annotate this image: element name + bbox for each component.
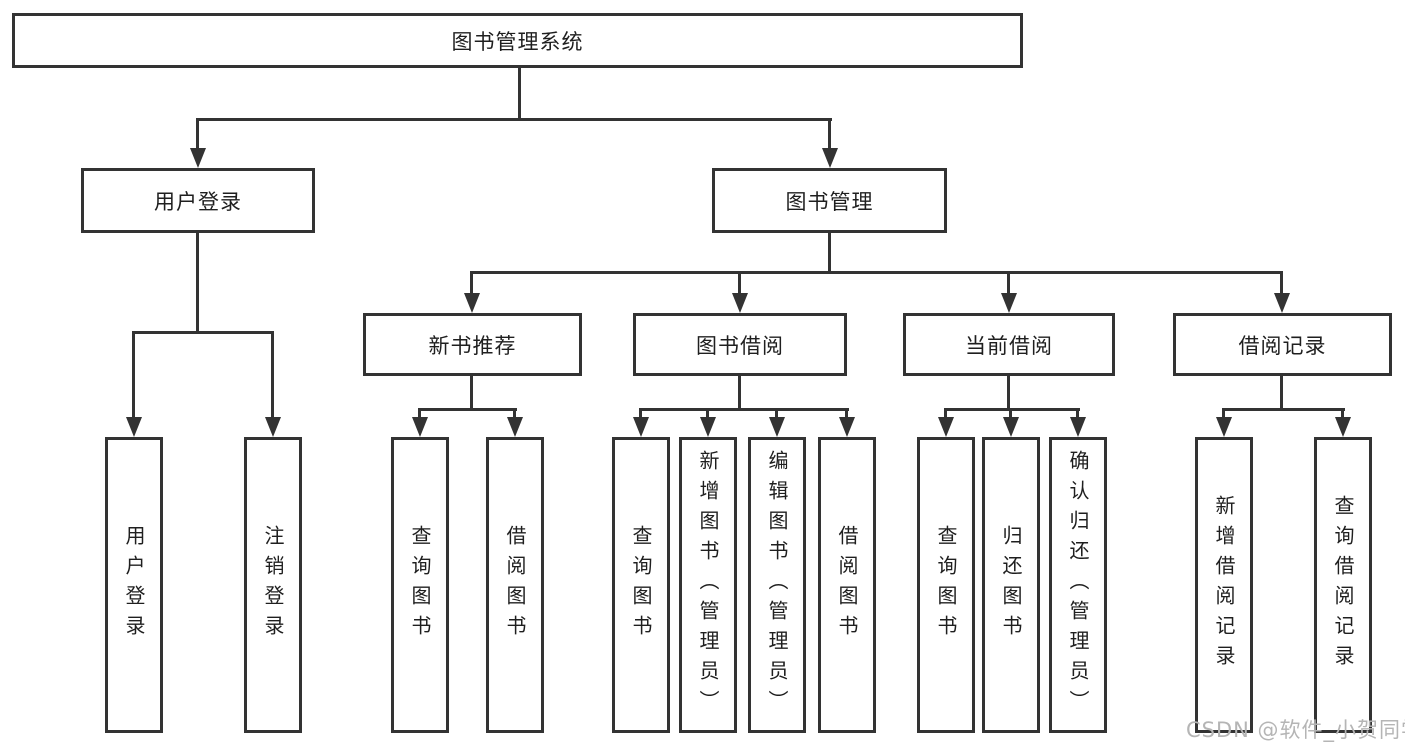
connector-stem-book-mgmt [828,118,831,150]
arrow-down-icon [190,148,206,168]
connector-userlogin-drop [196,233,199,333]
arrow-down-icon [1216,417,1232,437]
connector-stem [1341,408,1344,419]
arrow-down-icon [700,417,716,437]
connector-current-rail [944,408,1080,411]
node-borrow-records: 借阅记录 [1173,313,1392,376]
leaf-add-book-admin: 新增图书（管理员） [679,437,737,733]
connector-stem [418,408,421,419]
node-book-borrow: 图书借阅 [633,313,847,376]
arrow-down-icon [732,293,748,313]
leaf-user-login: 用户登录 [105,437,163,733]
arrow-down-icon [1335,417,1351,437]
node-user-login: 用户登录 [81,168,315,233]
arrow-down-icon [839,417,855,437]
leaf-return-book: 归还图书 [982,437,1040,733]
arrow-down-icon [1274,293,1290,313]
connector-stem [706,408,709,419]
connector-stem [944,408,947,419]
arrow-down-icon [265,417,281,437]
leaf-borrow-books-1: 借阅图书 [486,437,544,733]
arrow-down-icon [507,417,523,437]
csdn-watermark: CSDN @软件_小贺同学 [1186,718,1405,742]
connector-records-drop [1280,376,1283,410]
leaf-logout: 注销登录 [244,437,302,733]
arrow-down-icon [938,417,954,437]
arrow-down-icon [464,293,480,313]
connector-stem [775,408,778,419]
leaf-query-books-3: 查询图书 [917,437,975,733]
connector-stem [513,408,516,419]
connector-stem-records [1280,271,1283,295]
connector-stem [1222,408,1225,419]
leaf-query-books-1: 查询图书 [391,437,449,733]
arrow-down-icon [1001,293,1017,313]
leaf-query-books-2: 查询图书 [612,437,670,733]
connector-stem [845,408,848,419]
arrow-down-icon [126,417,142,437]
leaf-confirm-return-admin: 确认归还（管理员） [1049,437,1107,733]
connector-stem-current [1007,271,1010,295]
connector-stem [639,408,642,419]
arrow-down-icon [633,417,649,437]
connector-bookmgmt-drop [828,233,831,273]
connector-current-drop [1007,376,1010,410]
connector-records-rail [1222,408,1345,411]
connector-borrow-drop [738,376,741,410]
leaf-borrow-books-2: 借阅图书 [818,437,876,733]
arrow-down-icon [412,417,428,437]
connector-borrow-rail [639,408,849,411]
connector-stem-user-login [196,118,199,150]
node-new-book-recommend: 新书推荐 [363,313,582,376]
connector-recommend-drop [470,376,473,410]
arrow-down-icon [822,148,838,168]
connector-userlogin-rail [132,331,274,334]
connector-stem [1076,408,1079,419]
connector-recommend-rail [418,408,517,411]
connector-root-drop [518,68,521,120]
connector-stem-leaf-login [132,331,135,417]
leaf-edit-book-admin: 编辑图书（管理员） [748,437,806,733]
connector-root-rail [197,118,832,121]
arrow-down-icon [1003,417,1019,437]
node-book-management: 图书管理 [712,168,947,233]
connector-stem-borrow [738,271,741,295]
arrow-down-icon [769,417,785,437]
connector-stem-leaf-logout [271,331,274,417]
leaf-query-borrow-record: 查询借阅记录 [1314,437,1372,733]
leaf-add-borrow-record: 新增借阅记录 [1195,437,1253,733]
connector-bookmgmt-rail [470,271,1283,274]
arrow-down-icon [1070,417,1086,437]
connector-stem-recommend [470,271,473,295]
node-current-borrow: 当前借阅 [903,313,1115,376]
connector-stem [1009,408,1012,419]
node-root-library-system: 图书管理系统 [12,13,1023,68]
